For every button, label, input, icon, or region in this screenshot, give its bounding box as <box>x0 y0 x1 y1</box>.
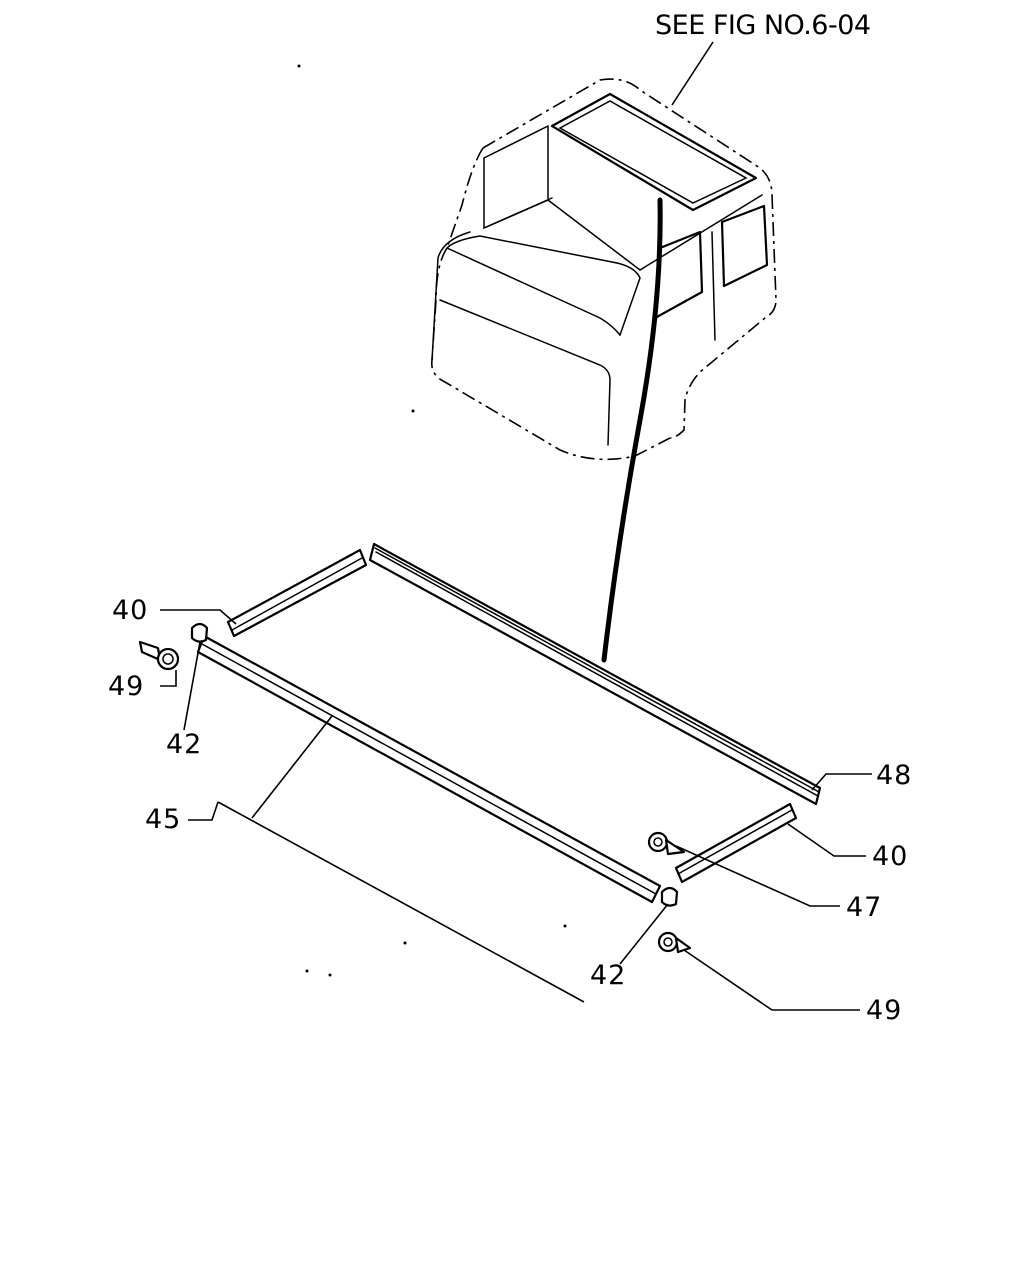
callout-40-right: 40 <box>872 841 909 872</box>
callout-45: 45 <box>145 804 182 835</box>
part-49-screw-upper <box>138 640 180 671</box>
callout-48: 48 <box>876 760 913 791</box>
part-40-right-rail <box>674 802 798 884</box>
reference-note: SEE FIG NO.6-04 <box>655 10 871 41</box>
truck-cab-outline <box>430 78 777 461</box>
part-42-end-cap-left <box>190 622 209 643</box>
callout-49-left: 49 <box>108 671 145 702</box>
callout-49-lower: 49 <box>866 995 903 1026</box>
callout-47: 47 <box>846 892 883 923</box>
drip-rail-strip <box>601 197 663 663</box>
part-48-long-rail <box>368 542 822 806</box>
part-40-left-rail <box>226 548 368 638</box>
callout-leaders <box>160 609 872 1011</box>
part-49-screw-lower <box>657 931 692 954</box>
scan-specks <box>297 64 567 977</box>
part-45-molding <box>196 634 662 904</box>
callout-42-left: 42 <box>166 729 203 760</box>
callout-42-right: 42 <box>590 960 627 991</box>
part-42-end-cap-right <box>660 886 679 907</box>
reference-leader <box>671 41 714 106</box>
callout-40-left: 40 <box>112 595 149 626</box>
part-47-screw <box>647 831 686 856</box>
